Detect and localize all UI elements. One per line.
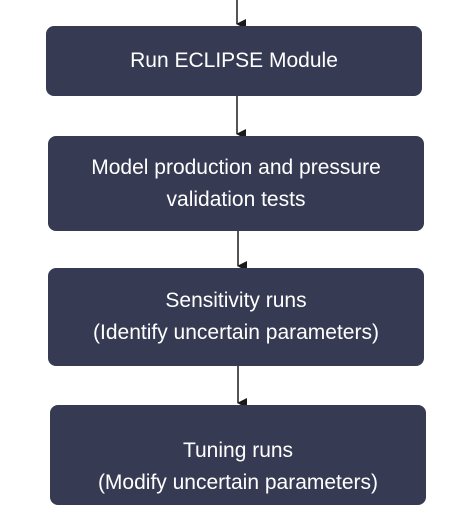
step-validation-tests: Model production and pressure validation…: [48, 136, 424, 231]
step-sensitivity-runs: Sensitivity runs (Identify uncertain par…: [48, 268, 424, 366]
step-label: Run ECLIPSE Module: [130, 49, 338, 72]
step-label: (Identify uncertain parameters): [93, 321, 379, 344]
step-label: (Modify uncertain parameters): [97, 471, 379, 494]
step-label: validation tests: [166, 187, 306, 211]
step-tuning-runs: Tuning runs (Modify uncertain parameters…: [50, 405, 426, 505]
step-label: Model production and pressure: [91, 155, 381, 179]
step-label: Sensitivity runs: [165, 289, 307, 312]
step-run-eclipse-module: Run ECLIPSE Module: [46, 26, 422, 96]
step-label: Tuning runs: [182, 439, 294, 462]
